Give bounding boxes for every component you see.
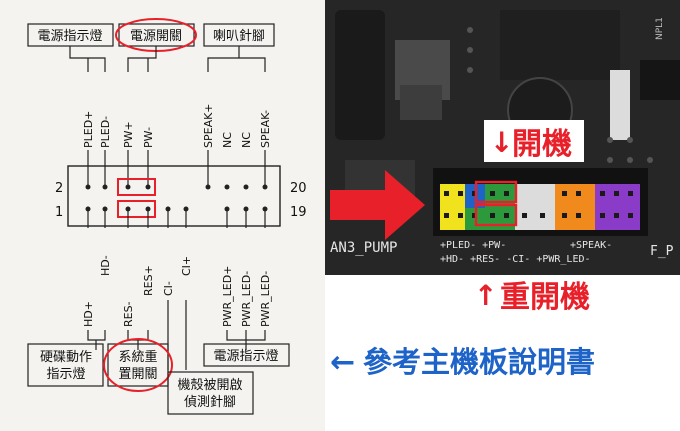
silkscreen: AN3_PUMP +PLED- +PW- +SPEAK- +HD- +RES- … — [330, 240, 674, 265]
speaker-label: 喇叭針腳 — [213, 29, 265, 44]
reset-switch-highlight — [103, 338, 173, 392]
pcb-dots — [467, 27, 653, 163]
chip-text: NPL1 — [655, 17, 665, 40]
pin-label: PWR_LED- — [259, 271, 272, 327]
front-panel-header — [433, 168, 648, 236]
pin-label: SPEAK- — [259, 110, 272, 148]
silk-bottom: +HD- +RES- -CI- +PWR_LED- — [440, 254, 591, 265]
power-pin-highlight-photo — [474, 180, 518, 204]
chassis-intrusion-label: 機殼被開啟偵測針腳 — [177, 378, 242, 410]
power-on-text: 開機 — [512, 127, 572, 162]
row-number: 20 — [290, 181, 307, 196]
top-bracket-lines — [69, 46, 266, 185]
pin-label: PWR_LED- — [240, 271, 253, 327]
silk-speak: +SPEAK- — [570, 240, 612, 251]
row-number: 1 — [55, 205, 63, 220]
pin-label: PLED- — [99, 116, 112, 148]
power-pin-highlight — [117, 178, 156, 196]
pin-label: NC — [240, 132, 253, 148]
power-led-label: 電源指示燈 — [37, 29, 102, 44]
reset-pin-highlight-photo — [474, 203, 518, 227]
power-on-annotation: ↓ 開機 — [484, 120, 584, 162]
reset-text: 重開機 — [500, 280, 590, 315]
connector-header: 2 1 20 19 — [55, 165, 307, 227]
pin-label: PW- — [142, 127, 155, 148]
row-number: 19 — [290, 205, 307, 220]
power-switch-label: 電源開關 — [130, 29, 182, 44]
pin-label: PW+ — [122, 121, 135, 148]
power-led-bottom-label-box: 電源指示燈 — [203, 343, 290, 367]
pin-label: SPEAK+ — [202, 103, 215, 148]
header-pins — [444, 191, 633, 218]
arrow-right-icon — [330, 170, 425, 240]
manual-diagram: 電源指示燈 電源開關 喇叭針腳 PLED+ PLED- — [0, 0, 325, 431]
pin-label: CI- — [162, 281, 175, 296]
arrow-up-icon: ↑ — [474, 279, 497, 312]
reset-annotation: ↑ 重開機 — [474, 279, 590, 315]
refer-manual-annotation: ← 參考主機板說明書 — [330, 345, 595, 380]
bottom-pin-labels: HD+ HD- RES- RES+ CI- CI+ PWR_LED+ PWR_L… — [82, 255, 272, 327]
pin-label: PLED+ — [82, 111, 95, 148]
reset-switch-label: 系統重置開關 — [118, 349, 157, 382]
silk-f: F_P — [650, 244, 674, 259]
pin-label: PWR_LED+ — [221, 266, 234, 327]
top-pin-labels: PLED+ PLED- PW+ PW- SPEAK+ NC NC SPEAK- — [82, 103, 272, 148]
reset-pin-highlight — [117, 200, 156, 218]
hdd-led-label-box: 硬碟動作指示燈 — [27, 343, 104, 387]
refer-manual-text: 參考主機板說明書 — [363, 345, 595, 379]
arrow-left-icon: ← — [330, 345, 355, 380]
pin-label: RES- — [122, 301, 135, 327]
pin-label: RES+ — [142, 265, 155, 296]
pin-label: NC — [221, 132, 234, 148]
hdd-led-label: 硬碟動作指示燈 — [40, 350, 92, 382]
pin-label: HD- — [99, 255, 112, 276]
silk-left: AN3_PUMP — [330, 240, 397, 256]
arrow-down-icon: ↓ — [490, 126, 513, 159]
board-photo: NPL1 — [325, 0, 680, 431]
silk-top: +PLED- +PW- — [440, 240, 506, 251]
pin-label: HD+ — [82, 301, 95, 327]
reset-switch-label-box: 系統重置開關 — [103, 338, 173, 392]
power-led-bottom-label: 電源指示燈 — [213, 349, 278, 364]
pin-label: CI+ — [180, 256, 193, 276]
row-number: 2 — [55, 181, 63, 196]
chassis-intrusion-label-box: 機殼被開啟偵測針腳 — [167, 371, 254, 415]
